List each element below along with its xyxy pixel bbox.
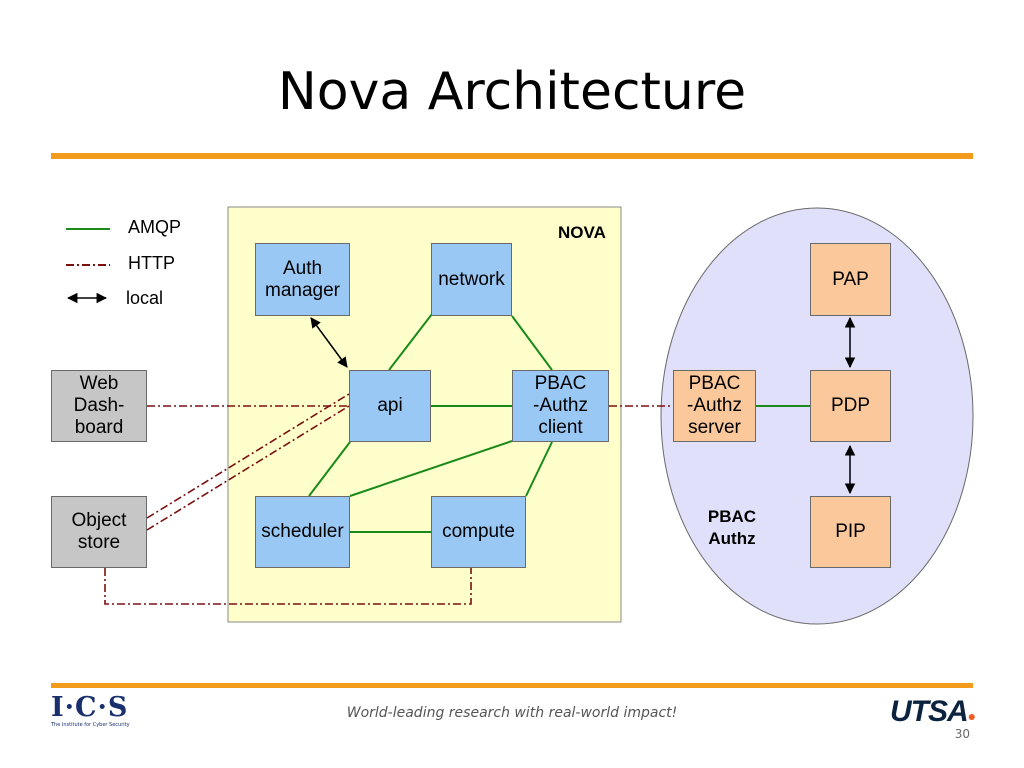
compute-node: compute — [431, 496, 526, 568]
page-number: 30 — [954, 727, 970, 741]
network-node: network — [431, 243, 512, 316]
ics-logo: I·C·S The Institute for Cyber Security — [51, 692, 131, 729]
pbac-authz-server-node: PBAC -Authz server — [673, 370, 756, 442]
legend-local-label: local — [126, 288, 164, 308]
web-dashboard-node: Web Dash- board — [51, 370, 147, 442]
utsa-logo-text: UTSA — [890, 695, 969, 728]
ics-logo-tagline: The Institute for Cyber Security — [51, 722, 130, 728]
amqp-client-scheduler — [349, 440, 513, 497]
object-store-node: Object store — [51, 496, 147, 568]
amqp-client-compute — [525, 441, 553, 497]
nova-region-label: NOVA — [558, 223, 606, 242]
api-node: api — [349, 370, 431, 442]
local-auth-api — [310, 317, 348, 368]
amqp-network-client — [511, 315, 553, 371]
utsa-logo: UTSA● — [890, 695, 976, 728]
http-objectstore-api-2 — [146, 393, 350, 519]
pip-node: PIP — [810, 496, 891, 568]
footer-tagline: World-leading research with real-world i… — [346, 705, 678, 721]
bottom-accent-rule — [51, 683, 973, 688]
amqp-api-scheduler — [308, 441, 351, 497]
pbac-authz-client-node: PBAC -Authz client — [512, 370, 609, 442]
amqp-api-network — [388, 313, 433, 371]
top-accent-rule — [51, 153, 973, 159]
http-objectstore-compute — [104, 568, 472, 605]
ics-logo-text: I·C·S — [51, 692, 129, 723]
pbac-authz-region-label: PBAC Authz — [707, 507, 757, 548]
legend-http-label: HTTP — [128, 253, 175, 273]
auth-manager-node: Auth manager — [255, 243, 350, 316]
slide-title: Nova Architecture — [277, 62, 747, 122]
legend-amqp-label: AMQP — [128, 217, 182, 237]
pap-node: PAP — [810, 243, 891, 316]
pdp-node: PDP — [810, 370, 891, 442]
http-objectstore-api — [146, 405, 350, 531]
scheduler-node: scheduler — [255, 496, 350, 568]
